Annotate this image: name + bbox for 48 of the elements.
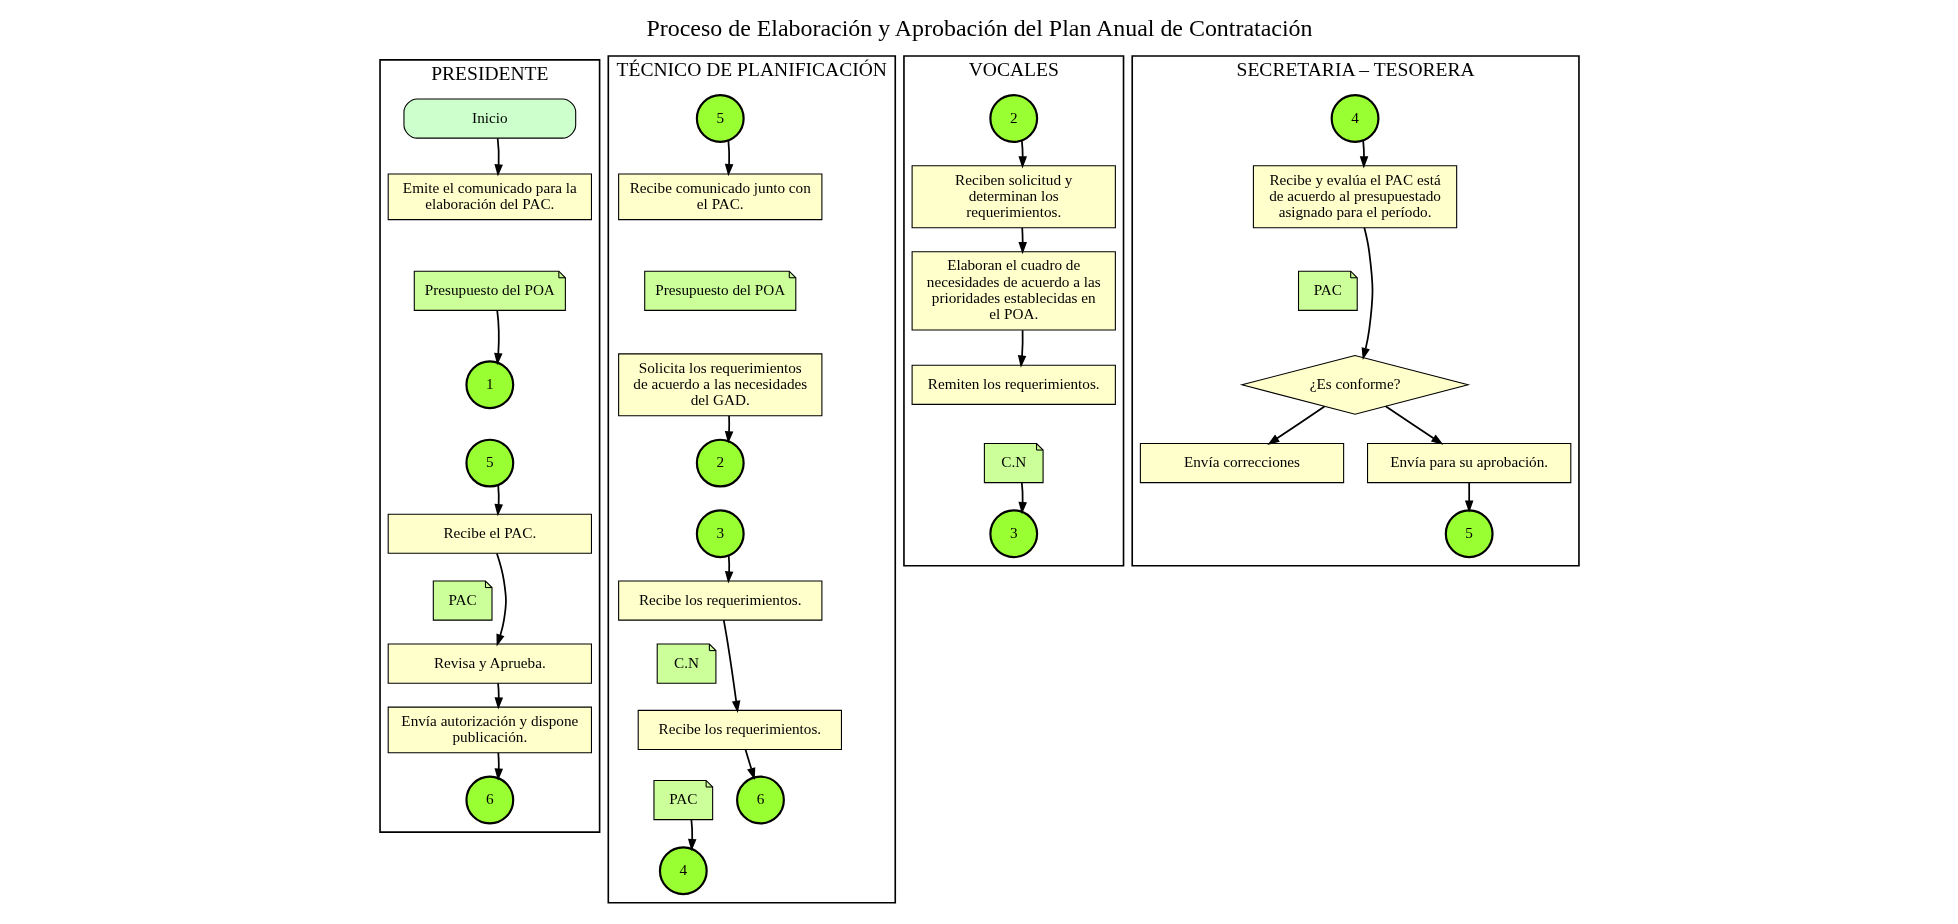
node-circle: 6 [735,775,785,825]
node-box: Remiten los requerimientos. [911,364,1116,405]
arrow [493,484,503,517]
node-circle: 3 [695,509,745,559]
node-box: Envía autorización y dispone publicación. [387,706,592,754]
arrow [1359,139,1368,169]
node-box: Recibe comunicado junto con el PAC. [617,173,822,221]
arrow [724,415,733,444]
diagram-title: Proceso de Elaboración y Aprobación del Plan Anual de Contratación [646,15,1312,42]
node-circle: 6 [464,775,514,825]
node-box: Solicita los requerimientos de acuerdo a las necesidades del GAD. [617,353,822,417]
node-circle: 5 [464,438,514,488]
arrow [724,139,733,177]
node-circle: 2 [695,438,745,488]
node-circle: 2 [988,94,1038,143]
node-box: Reciben solicitud y determinan los requerimientos. [911,165,1116,229]
arrow [724,554,733,584]
node-diamond: ¿Es conforme? [1239,354,1470,415]
arrow [1017,482,1027,515]
arrow [744,748,755,781]
arrow [1266,405,1325,445]
node-circle: 4 [1330,94,1379,143]
node-box: Recibe el PAC. [387,513,592,554]
node-box: Inicio [402,98,576,139]
node-box: Revisa y Aprueba. [387,643,592,684]
arrow [722,619,740,713]
node-box: Elaboran el cuadro de necesidades de acuerdo a las prioridades establecidas en el POA. [911,251,1116,331]
node-box: Recibe los requerimientos. [637,709,842,751]
node-circle: 5 [695,94,745,143]
node-box: Recibe y evalúa el PAC está de acuerdo al presupuestado asignado para el período. [1252,165,1457,229]
arrow [494,682,503,710]
arrow [495,552,507,647]
arrow [493,309,503,366]
arrow [687,819,697,852]
arrow [1361,226,1373,360]
node-circle: 4 [658,846,708,896]
node-circle: 1 [464,360,514,410]
node-circle: 3 [988,509,1038,559]
node-box: Emite el comunicado para la elaboración del PAC. [387,173,592,221]
arrow [493,137,503,177]
node-box: Recibe los requerimientos. [617,580,822,621]
arrow [494,752,503,781]
arrow [1464,482,1473,513]
arrow [1017,329,1026,368]
node-circle: 5 [1444,509,1494,559]
node-box: Envía para su aprobación. [1366,442,1571,484]
node-box: Envía correcciones [1139,442,1344,484]
arrow [1384,405,1443,445]
